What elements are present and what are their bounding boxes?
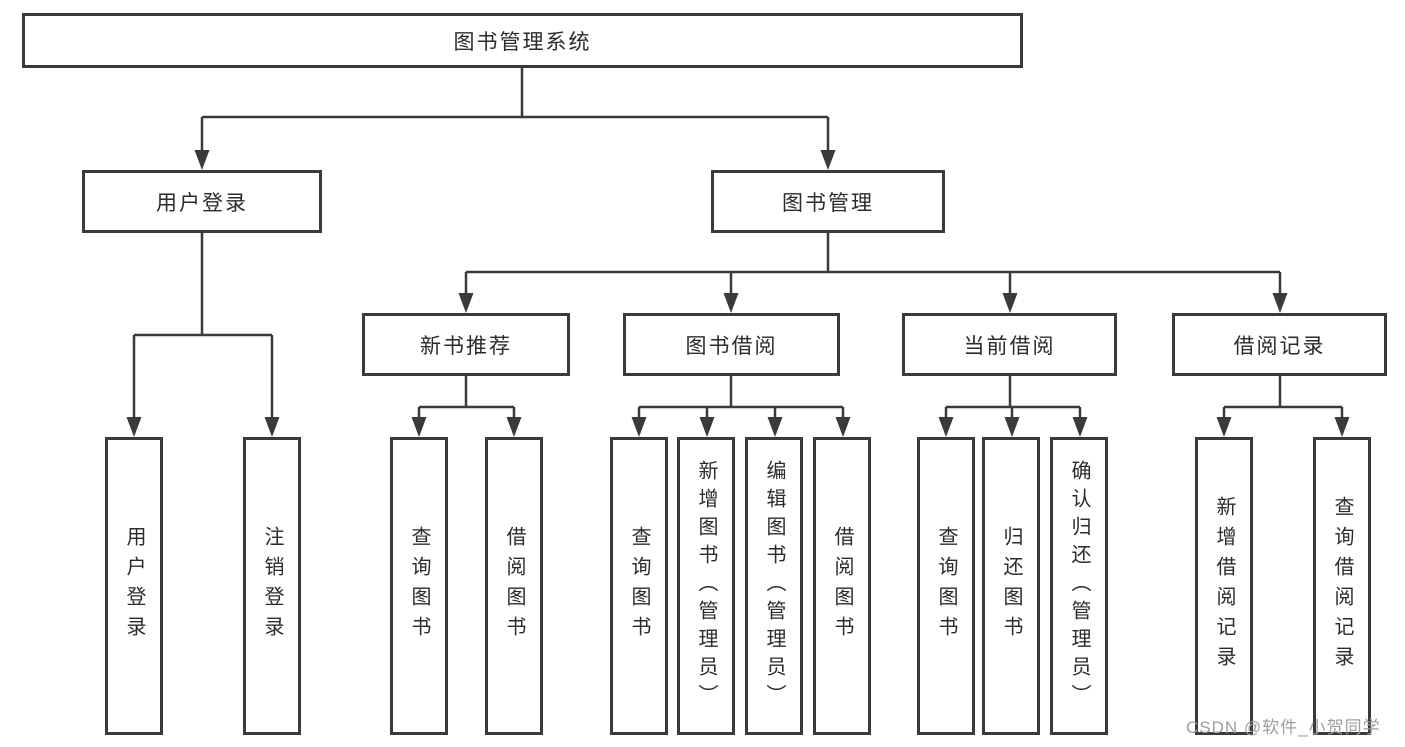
arrowhead — [506, 417, 522, 437]
leaf-user-login: 用户登录 — [105, 437, 163, 735]
connector-new-book-to-leaves — [411, 376, 522, 437]
arrowhead — [723, 293, 739, 313]
leaf-add-borrow-record: 新增借阅记录 — [1195, 437, 1253, 735]
arrowhead — [767, 417, 783, 437]
leaf-confirm-return-admin: 确认归还（管理员） — [1050, 437, 1108, 735]
connector-borrow-records-to-leaves — [1216, 376, 1350, 437]
leaf-edit-book-admin-label: 编辑图书（管理员） — [763, 460, 785, 712]
leaf-logout: 注销登录 — [243, 437, 301, 735]
node-current-borrow-label: 当前借阅 — [963, 334, 1056, 358]
arrowhead — [835, 417, 851, 437]
leaf-borrow-books: 借阅图书 — [813, 437, 871, 735]
leaf-query-borrow-record: 查询借阅记录 — [1313, 437, 1371, 735]
leaf-query-books-recommend: 查询图书 — [390, 437, 448, 735]
leaf-confirm-return-admin-label: 确认归还（管理员） — [1068, 460, 1090, 712]
leaf-add-book-admin: 新增图书（管理员） — [677, 437, 735, 735]
connector-current-borrow-to-leaves — [938, 376, 1088, 437]
leaf-logout-label: 注销登录 — [261, 526, 283, 646]
node-user-login: 用户登录 — [82, 170, 322, 233]
node-current-borrow: 当前借阅 — [902, 313, 1117, 376]
arrowhead — [1004, 417, 1020, 437]
leaf-query-books-borrow-label: 查询图书 — [628, 526, 650, 646]
node-new-book-recommend: 新书推荐 — [362, 313, 570, 376]
arrowhead — [1072, 417, 1088, 437]
leaf-borrow-books-recommend-label: 借阅图书 — [503, 526, 525, 646]
arrowhead — [1334, 417, 1350, 437]
leaf-query-books-current-label: 查询图书 — [935, 526, 957, 646]
arrowhead — [194, 150, 210, 170]
arrowhead — [411, 417, 427, 437]
leaf-query-books-current: 查询图书 — [917, 437, 975, 735]
leaf-return-book-label: 归还图书 — [1000, 526, 1022, 646]
node-root: 图书管理系统 — [22, 13, 1023, 68]
leaf-add-book-admin-label: 新增图书（管理员） — [695, 460, 717, 712]
arrowhead — [820, 150, 836, 170]
connector-book-management-to-modules — [458, 233, 1288, 313]
arrowhead — [699, 417, 715, 437]
connector-book-borrow-to-leaves — [631, 376, 851, 437]
leaf-user-login-label: 用户登录 — [123, 526, 145, 646]
arrowhead — [631, 417, 647, 437]
node-book-management: 图书管理 — [711, 170, 945, 233]
leaf-borrow-books-recommend: 借阅图书 — [485, 437, 543, 735]
leaf-edit-book-admin: 编辑图书（管理员） — [745, 437, 803, 735]
node-user-login-label: 用户登录 — [156, 191, 248, 215]
node-book-management-label: 图书管理 — [782, 191, 874, 215]
node-borrow-records-label: 借阅记录 — [1233, 334, 1326, 358]
node-borrow-records: 借阅记录 — [1172, 313, 1387, 376]
connector-root-to-level2 — [194, 68, 836, 170]
node-new-book-recommend-label: 新书推荐 — [420, 334, 512, 358]
leaf-add-borrow-record-label: 新增借阅记录 — [1213, 496, 1235, 676]
node-book-borrow: 图书借阅 — [623, 313, 840, 376]
leaf-return-book: 归还图书 — [982, 437, 1040, 735]
leaf-query-books-borrow: 查询图书 — [610, 437, 668, 735]
arrowhead — [458, 293, 474, 313]
watermark-text: CSDN @软件_小贺同学 — [1186, 718, 1381, 737]
arrowhead — [1002, 293, 1018, 313]
arrowhead — [938, 417, 954, 437]
leaf-borrow-books-label: 借阅图书 — [831, 526, 853, 646]
connector-user-login-to-leaves — [126, 233, 280, 437]
arrowhead — [1216, 417, 1232, 437]
leaf-query-borrow-record-label: 查询借阅记录 — [1331, 496, 1353, 676]
arrowhead — [264, 417, 280, 437]
node-root-label: 图书管理系统 — [453, 30, 592, 54]
leaf-query-books-recommend-label: 查询图书 — [408, 526, 430, 646]
arrowhead — [1272, 293, 1288, 313]
node-book-borrow-label: 图书借阅 — [685, 334, 778, 358]
arrowhead — [126, 417, 142, 437]
